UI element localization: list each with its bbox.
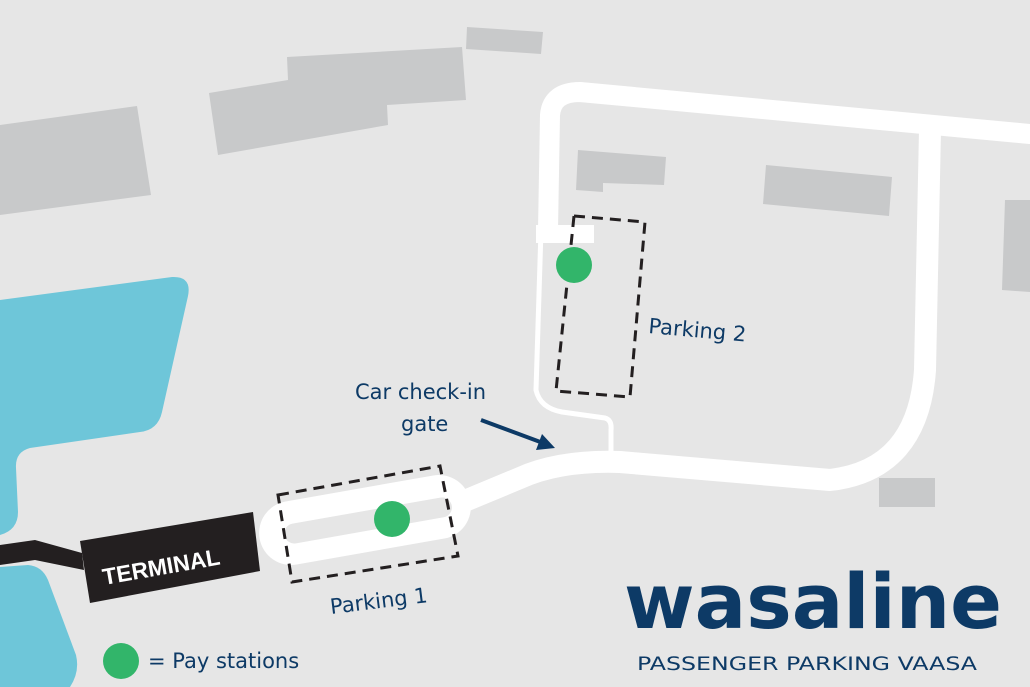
building	[466, 27, 543, 54]
building	[576, 150, 666, 192]
water-area	[0, 276, 189, 535]
brand-subtitle: PASSENGER PARKING VAASA	[637, 653, 977, 675]
wasaline-logo: wasaline	[624, 557, 1002, 646]
building	[209, 47, 466, 155]
arrow-icon	[480, 418, 555, 450]
roads	[444, 82, 1030, 516]
building	[763, 165, 892, 216]
gate-label-line1: Car check-in	[355, 380, 486, 404]
pay-station-icon[interactable]	[374, 501, 410, 537]
pay-station-icon[interactable]	[556, 247, 592, 283]
parking-2-area[interactable]	[554, 214, 647, 399]
road	[444, 119, 941, 516]
parking-1-loop	[259, 474, 471, 566]
water	[0, 276, 189, 687]
building	[0, 106, 151, 215]
building	[1002, 200, 1030, 292]
building	[879, 478, 935, 507]
legend-pay-station-icon	[103, 643, 139, 679]
legend-pay-stations: = Pay stations	[148, 649, 299, 673]
parking-1-area[interactable]	[276, 464, 460, 584]
road	[533, 227, 614, 465]
water-area	[0, 565, 78, 687]
road	[538, 82, 1030, 240]
road	[536, 225, 594, 243]
buildings	[0, 27, 1030, 507]
gate-label-line2: gate	[401, 412, 448, 436]
